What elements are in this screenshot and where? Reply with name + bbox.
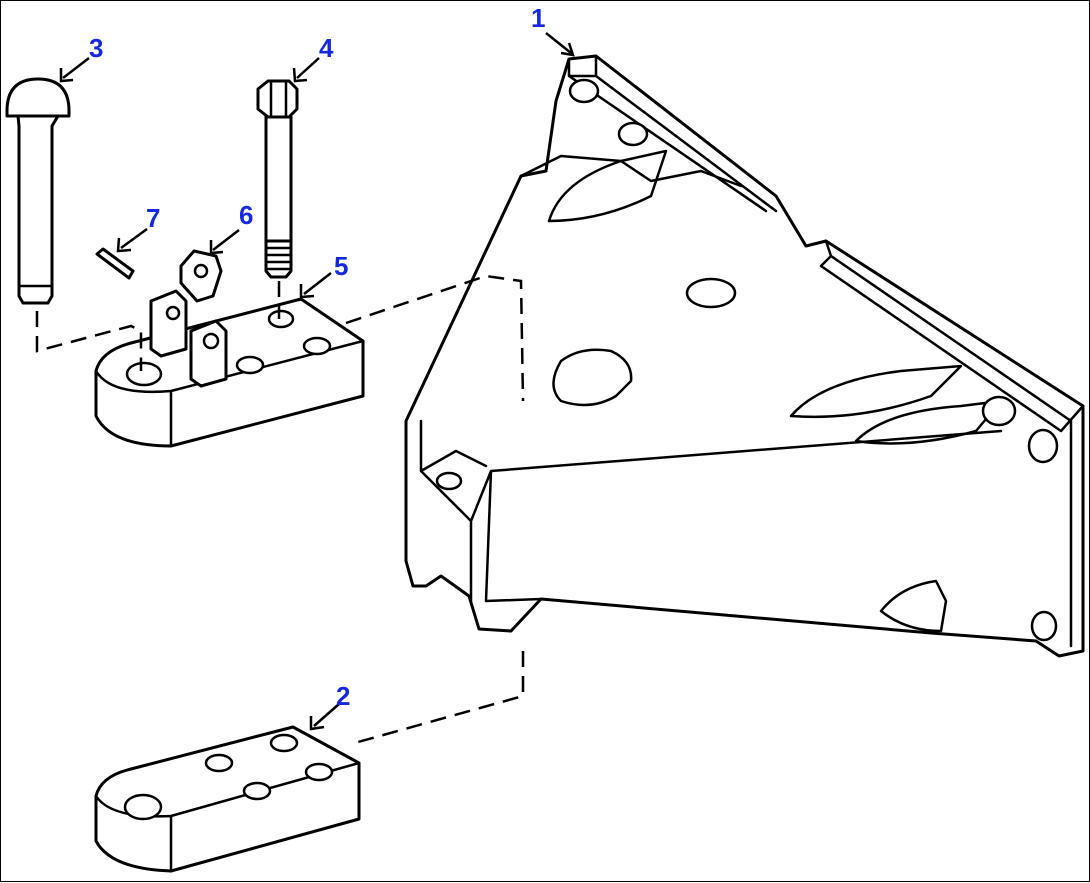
block-5-lug-left <box>149 289 188 358</box>
block-5-to-bracket-line <box>345 274 525 402</box>
bracket-body <box>404 54 1085 658</box>
block-5-hole-4 <box>302 336 332 356</box>
bracket-hole-right-a <box>981 395 1017 427</box>
callout-labels: 1 2 3 4 5 6 7 <box>89 3 545 711</box>
callout-arrows <box>59 32 575 731</box>
retainer-6-hole <box>193 263 209 279</box>
block-5-hole-3 <box>267 309 295 329</box>
block-5-lug-right-hole <box>202 332 220 350</box>
part-7-spring-pin <box>95 247 135 280</box>
bracket-boss-upper <box>547 149 668 223</box>
bolt-4-thread-lines <box>265 246 292 271</box>
bracket-hole-top-b <box>617 121 649 147</box>
block-2-hole-1 <box>123 793 163 821</box>
bracket-hole-bottom <box>1030 610 1058 642</box>
bracket-boss-middle <box>789 364 963 419</box>
bracket-web <box>419 154 1003 603</box>
part-4-bolt <box>256 79 299 279</box>
bracket-hole-top-a <box>568 78 600 104</box>
pin-3-head <box>5 77 71 118</box>
bolt-4-thread <box>264 239 293 279</box>
part-6-retainer <box>179 249 223 303</box>
arrow-4 <box>292 57 320 83</box>
arrow-6 <box>209 229 240 255</box>
pin-7-body <box>95 247 135 280</box>
callout-5: 5 <box>334 251 348 281</box>
callout-4: 4 <box>319 33 334 63</box>
bolt-4-head <box>256 79 299 119</box>
callout-2: 2 <box>336 681 350 711</box>
bracket-hole-right-b <box>1027 428 1059 464</box>
callout-7: 7 <box>146 203 160 233</box>
bolt-4-head-flat <box>269 79 288 119</box>
block-2-hole-3 <box>269 733 299 753</box>
block-5-hole-1 <box>125 361 163 387</box>
arrow-1 <box>545 32 575 57</box>
block-5-hole-2 <box>235 355 265 375</box>
part-3-pin <box>5 77 71 305</box>
bracket-to-block-2-line <box>350 651 525 746</box>
part-5-clamp-block <box>94 289 365 448</box>
bracket-right-flange <box>819 239 1085 648</box>
part-2-lower-block <box>94 725 361 873</box>
block-5-lug-right <box>189 319 228 388</box>
bracket-top-flange <box>567 54 778 213</box>
bolt-4-shank <box>264 115 293 243</box>
callout-6: 6 <box>239 200 253 230</box>
block-2-hole-2 <box>204 753 234 773</box>
bracket-boss-bottom <box>879 579 948 633</box>
block-2-hole-4 <box>242 781 272 801</box>
callout-3: 3 <box>89 33 103 63</box>
arrow-7 <box>116 227 148 253</box>
bracket-hole-web <box>435 471 463 491</box>
pin-3-to-block-5-line <box>35 311 143 371</box>
bracket-hole-center <box>685 277 737 309</box>
block-5-top-edge <box>94 339 365 448</box>
arrow-3 <box>59 57 90 83</box>
block-2-hole-5 <box>304 762 334 782</box>
part-1-bracket <box>404 54 1085 658</box>
arrow-5 <box>299 272 332 299</box>
alignment-lines <box>35 274 525 746</box>
arrow-2 <box>309 703 340 731</box>
bracket-slot <box>552 348 633 407</box>
block-5-lug-left-hole <box>165 305 181 321</box>
callout-1: 1 <box>531 3 545 33</box>
pin-3-shank <box>16 114 60 305</box>
